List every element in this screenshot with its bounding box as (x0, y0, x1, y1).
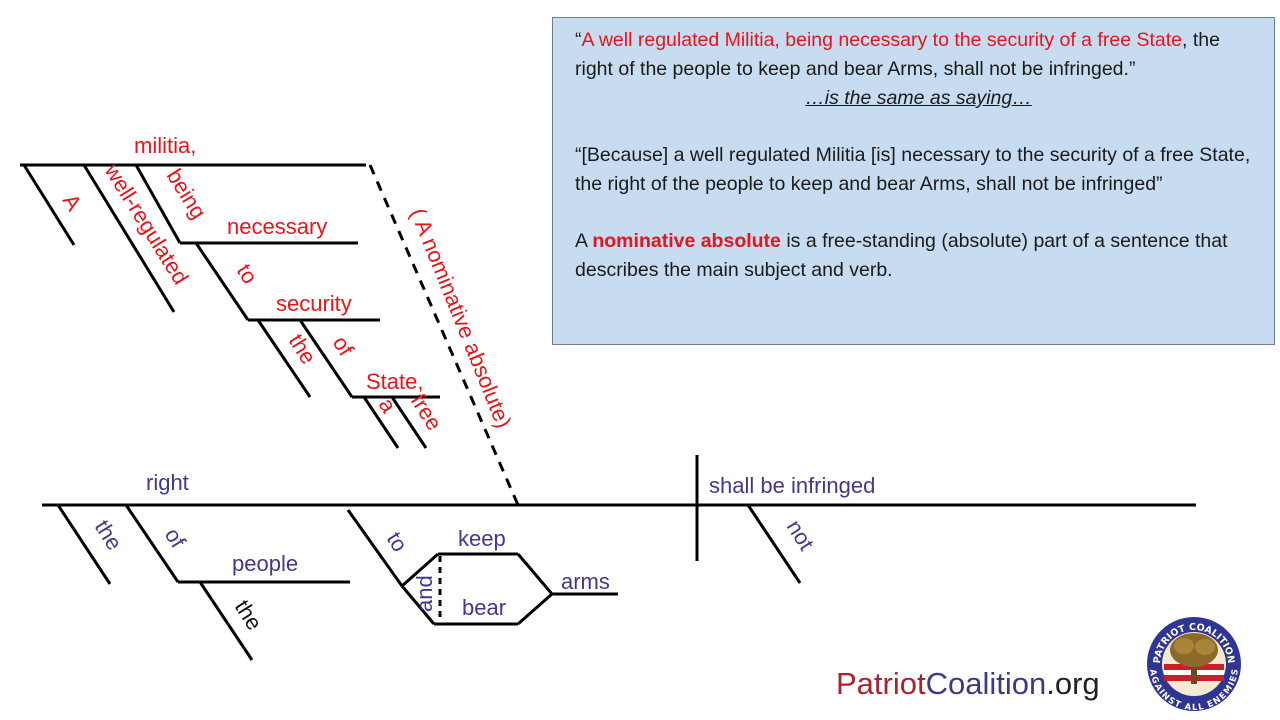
same-as-saying: …is the same as saying… (805, 87, 1032, 109)
patriot-coalition-logo: PATRIOT COALITION AGAINST ALL ENEMIES (1145, 615, 1243, 713)
definition-pre: A (575, 230, 593, 252)
the-people-line (198, 581, 254, 661)
word-militia: militia, (134, 133, 196, 158)
keep-upper-line (401, 552, 439, 588)
free-state-line (390, 396, 428, 449)
word-to-keep: to (382, 527, 413, 556)
nominative-absolute-connector (368, 164, 520, 506)
word-of: of (328, 331, 359, 361)
word-being: being (162, 164, 212, 223)
word-bear: bear (462, 595, 506, 620)
a-state-line (362, 396, 400, 449)
word-and: and (412, 575, 437, 612)
word-necessary: necessary (227, 214, 327, 239)
quote-rest: , the right of the people to keep and be… (575, 29, 1220, 80)
word-right: right (146, 470, 189, 495)
word-of-people: of (160, 523, 191, 553)
word-to: to (232, 259, 263, 288)
well-regulated-modifier-line (82, 164, 176, 313)
being-participle-line (134, 164, 182, 244)
word-the-right: the (90, 515, 127, 554)
word-arms: arms (561, 569, 610, 594)
restated-quote: “[Because] a well regulated Militia [is]… (575, 144, 1251, 195)
quote-open: “ (575, 29, 582, 51)
word-keep: keep (458, 526, 506, 551)
word-security: security (276, 291, 352, 316)
word-a: A (58, 189, 87, 215)
bear-join-line (517, 592, 553, 626)
definition-term: nominative absolute (592, 230, 781, 252)
word-people: people (232, 551, 298, 576)
to-preposition-line (194, 242, 250, 321)
word-the: the (284, 329, 321, 368)
the-security-line (256, 319, 312, 398)
quote-text: “A well regulated Militia, being necessa… (575, 26, 1262, 84)
quote-red-part: A well regulated Militia, being necessar… (581, 29, 1182, 51)
the-right-line (56, 504, 112, 585)
word-not: not (782, 515, 819, 554)
footer-org: .org (1046, 666, 1100, 701)
footer-website[interactable]: PatriotCoalition.org (836, 664, 1100, 704)
word-state: State, (366, 369, 423, 394)
bear-lower-line (400, 585, 436, 625)
keep-join-line (516, 553, 554, 595)
footer-coalition: Coalition (925, 666, 1047, 701)
footer-patriot: Patriot (836, 666, 926, 701)
explanation-box: “A well regulated Militia, being necessa… (552, 17, 1275, 345)
word-the-people: the (230, 595, 267, 634)
definition-text: A nominative absolute is a free-standing… (575, 227, 1262, 285)
of-people-line (124, 504, 180, 583)
word-verb: shall be infringed (709, 473, 875, 498)
definition-post: is a free-standing (absolute) part of a … (575, 230, 1228, 281)
not-modifier-line (746, 504, 802, 584)
of-preposition-line (298, 319, 354, 398)
to-infinitive-line (346, 509, 404, 587)
a-modifier-line (22, 164, 76, 246)
